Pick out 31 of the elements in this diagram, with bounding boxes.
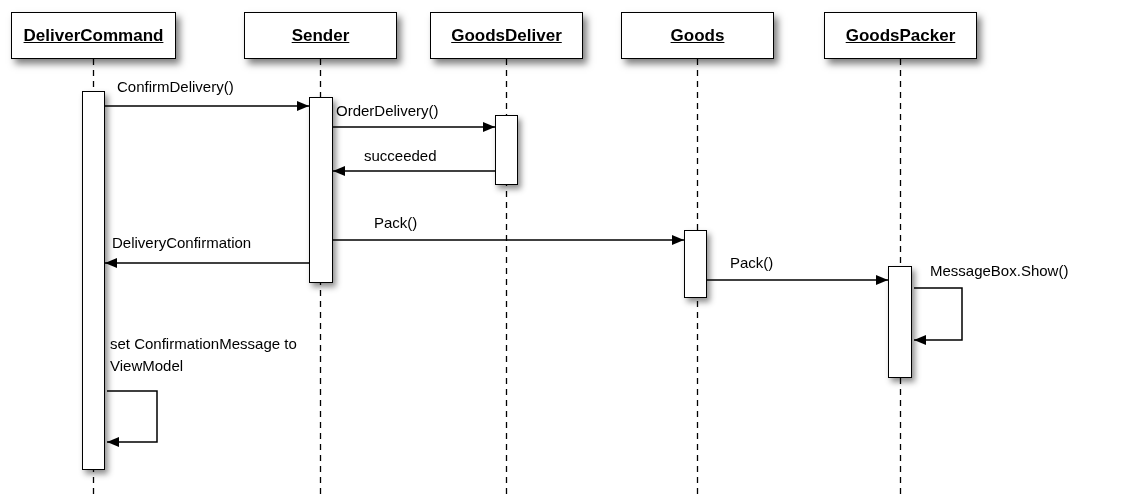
lifeline-head-box — [244, 12, 397, 59]
activation-bar — [495, 115, 518, 185]
message-label: succeeded — [364, 146, 437, 166]
message-label: Pack() — [730, 253, 774, 273]
lifeline-head-box — [824, 12, 977, 59]
message-label: MessageBox.Show() — [930, 261, 1069, 281]
participant-name: DeliverCommand — [23, 26, 164, 45]
message-arrow — [106, 390, 158, 447]
message-arrow — [332, 235, 685, 245]
activation-bar — [82, 91, 105, 470]
activation-bar — [888, 266, 912, 378]
message-arrow — [332, 166, 496, 176]
activation-bar — [684, 230, 707, 298]
participant-name: GoodsPacker — [845, 26, 956, 45]
message-label: ConfirmDelivery() — [117, 77, 234, 97]
message-arrow — [706, 275, 889, 285]
message-arrow — [104, 101, 310, 111]
lifeline-head-box — [11, 12, 176, 59]
message-arrow — [104, 258, 310, 268]
lifeline-head-box — [430, 12, 583, 59]
participant-name: Sender — [291, 26, 350, 45]
message-label: OrderDelivery() — [336, 101, 439, 121]
message-label: DeliveryConfirmation — [112, 233, 252, 253]
message-arrow — [332, 122, 496, 132]
message-label: set ConfirmationMessage to ViewModel — [110, 334, 298, 376]
participant-name: Goods — [670, 26, 725, 45]
participant-name: GoodsDeliver — [451, 26, 562, 45]
lifeline-head-box — [621, 12, 774, 59]
activation-bar — [309, 97, 333, 283]
message-arrow — [913, 287, 963, 345]
message-label: Pack() — [374, 213, 418, 233]
